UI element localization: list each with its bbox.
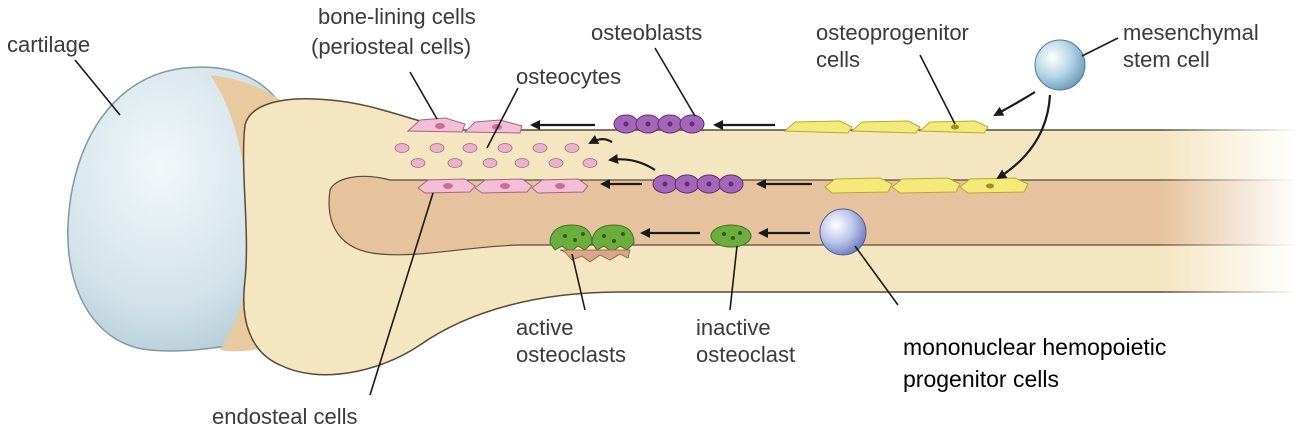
leader-osteocytes <box>486 87 519 149</box>
osteoblast-nucleus <box>623 121 629 127</box>
leader-osteoprogenitor <box>919 54 956 125</box>
leader-bone-lining <box>409 71 438 120</box>
osteoprogenitor-cells-top <box>783 120 989 134</box>
leader-endosteal <box>369 192 434 396</box>
label-osteoprogenitor-line1: osteoprogenitor <box>816 20 969 45</box>
label-bone-lining-line1: bone-lining cells <box>318 4 476 29</box>
osteocyte <box>497 143 513 153</box>
label-osteoprogenitor-line2: cells <box>816 47 860 72</box>
osteocyte <box>532 143 548 153</box>
differentiation-arrows <box>530 91 1052 238</box>
osteocyte <box>429 143 445 153</box>
label-cartilage: cartilage <box>7 32 90 57</box>
leader-active-osteoclasts <box>571 253 586 311</box>
label-active-line1: active <box>516 315 573 340</box>
osteoblast-nucleus <box>706 181 712 187</box>
osteocyte <box>564 143 580 153</box>
osteoblast-nucleus <box>645 121 651 127</box>
osteocyte <box>447 158 463 168</box>
label-bone-lining-line2: (periosteal cells) <box>311 34 471 59</box>
osteoblast-nucleus <box>662 181 668 187</box>
osteocyte <box>410 158 426 168</box>
arrow-osteoblast-to-osteocyte-1 <box>588 134 613 144</box>
mesenchymal-stem-cell <box>1034 39 1086 91</box>
label-active-line2: osteoclasts <box>516 342 626 367</box>
osteocyte <box>482 158 498 168</box>
osteoblast-nucleus <box>689 121 695 127</box>
inactive-osteoclast <box>710 224 752 248</box>
leader-mesenchymal <box>1081 37 1119 57</box>
shaft-fade <box>1160 120 1298 300</box>
osteocyte <box>548 158 564 168</box>
leader-lines <box>74 37 1119 396</box>
osteocytes <box>394 143 598 168</box>
hemopoietic-progenitor-cell <box>819 208 867 256</box>
osteoblast-nucleus <box>684 181 690 187</box>
label-mesenchymal-line1: mesenchymal <box>1123 20 1259 45</box>
labels: cartilage bone-lining cells (periosteal … <box>7 4 1259 429</box>
leader-osteoblasts <box>654 47 696 117</box>
arrow-stem-to-progenitor-top <box>993 91 1036 116</box>
active-osteoclasts <box>549 224 635 263</box>
label-mesenchymal-line2: stem cell <box>1123 47 1210 72</box>
endosteal-cells <box>417 178 589 194</box>
label-inactive-line2: osteoclast <box>696 342 795 367</box>
osteocyte <box>582 158 598 168</box>
osteocyte <box>394 143 410 153</box>
osteoblast-nucleus <box>667 121 673 127</box>
bone-lining-cells <box>406 117 523 134</box>
osteocyte <box>514 158 530 168</box>
leader-inactive-osteoclast <box>729 245 738 311</box>
label-hemopoietic-line1: mononuclear hemopoietic <box>903 334 1166 360</box>
label-inactive-line1: inactive <box>696 315 771 340</box>
label-endosteal: endosteal cells <box>212 404 358 429</box>
label-hemopoietic-line2: progenitor cells <box>903 366 1059 392</box>
osteocyte <box>462 143 478 153</box>
arrow-osteoblast-to-osteocyte-2 <box>608 153 656 171</box>
label-osteocytes: osteocytes <box>516 64 621 89</box>
bone-shape <box>67 66 1298 376</box>
leader-hemopoietic <box>854 245 899 306</box>
osteoprogenitor-cells-bottom <box>824 177 1029 194</box>
arrow-stem-to-progenitor-bottom <box>996 94 1052 180</box>
label-osteoblasts: osteoblasts <box>591 20 702 45</box>
osteoblast-nucleus <box>728 181 734 187</box>
leader-cartilage <box>74 59 121 116</box>
osteoblasts-periosteal <box>613 114 705 134</box>
osteoblasts-endosteal <box>652 174 744 194</box>
